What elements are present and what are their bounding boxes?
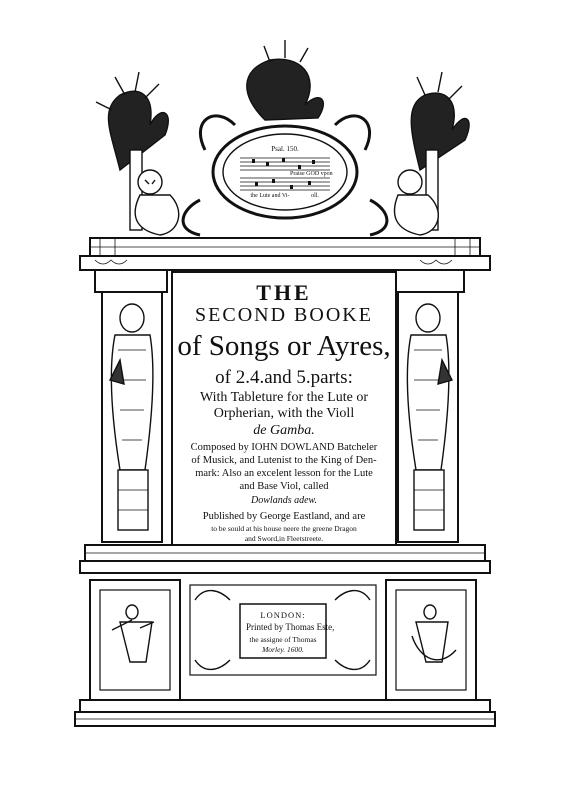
entablature <box>79 237 491 271</box>
composed-line-4: and Base Viol, called <box>239 481 329 492</box>
sold-line-1: to be sould at his house neere the green… <box>211 524 357 533</box>
plinth <box>74 544 496 727</box>
imprint-printer: Printed by Thomas Este, <box>246 622 335 632</box>
left-column <box>94 269 168 543</box>
center-foliage-ornament <box>246 40 324 121</box>
title-tableture-line: With Tableture for the Lute or <box>199 390 369 405</box>
lesson-name: Dowlands adew. <box>251 495 317 506</box>
imprint-name-year: Morley. 1600. <box>262 645 304 654</box>
composed-line-2: of Musick, and Lutenist to the King of D… <box>191 455 377 466</box>
title-panel <box>171 271 397 551</box>
title-second-booke: SECOND BOOKE <box>195 304 373 326</box>
right-putto-figure <box>393 169 439 236</box>
published-line: Published by George Eastland, and are <box>202 511 366 522</box>
imprint-city: LONDON: <box>260 610 306 620</box>
title-gamba-line: de Gamba. <box>253 423 315 438</box>
psalm-praise-line: Praise GOD vpon <box>290 171 333 177</box>
psalm-reference: Psal. 150. <box>271 145 299 153</box>
title-the: THE <box>256 280 312 305</box>
composed-line-3: mark: Also an excelent lesson for the Lu… <box>195 468 373 479</box>
psalm-lute-line: the Lute and Vi- <box>250 193 290 199</box>
right-column <box>391 269 465 543</box>
sold-line-2: and Sword,in Fleetstreete. <box>244 534 324 543</box>
left-putto-figure <box>134 169 180 236</box>
psalm-oll-line: oll. <box>311 193 319 199</box>
imprint-assigne: the assigne of Thomas <box>249 635 317 644</box>
title-orpherian-line: Orpherian, with the Violl <box>213 406 355 421</box>
title-parts: of 2.4.and 5.parts: <box>215 367 353 388</box>
title-songs-or-ayres: of Songs or Ayres, <box>177 330 391 362</box>
oval-cartouche <box>181 114 389 237</box>
composed-line-1: Composed by IOHN DOWLAND Batcheler <box>190 442 378 453</box>
